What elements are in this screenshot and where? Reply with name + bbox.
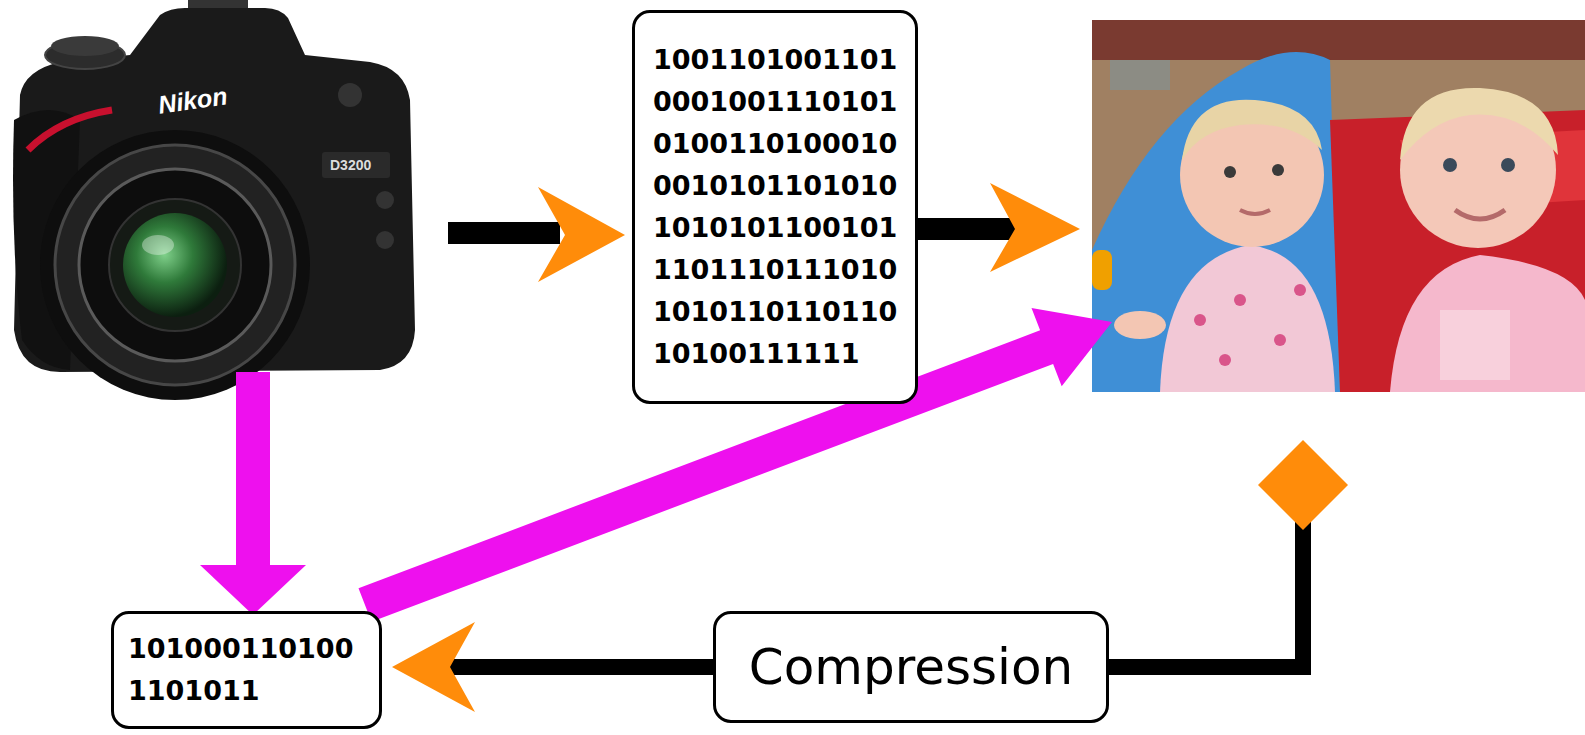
baby-hand: [1114, 311, 1166, 339]
model-plate: [322, 152, 390, 178]
photo-fence: [1092, 20, 1585, 60]
camera-to-bits-arrow: [448, 187, 625, 282]
bits-to-photo-arrow: [918, 183, 1080, 272]
camera-button: [376, 191, 394, 209]
lens-barrel: [40, 130, 310, 400]
compressed-bits-box: 101000110100 1101011: [111, 611, 382, 729]
baby-shirt: [1390, 255, 1585, 392]
photo-illustration: [1092, 20, 1585, 392]
flow-arrow: [392, 622, 713, 712]
baby-shirt: [1160, 245, 1335, 392]
lens-ring: [55, 145, 295, 385]
arrow-shaft: [442, 659, 713, 675]
camera-button: [376, 231, 394, 249]
bits-box: 1001101001101 0001001110101 010011010001…: [632, 10, 918, 404]
camera-button: [338, 83, 362, 107]
baby-hair: [1400, 88, 1558, 160]
photo-bench: [1110, 60, 1170, 90]
baby-hair: [1182, 100, 1322, 160]
camera-to-compressed-arrow: [200, 372, 306, 615]
red-accent: [28, 110, 112, 150]
lens-highlight: [142, 235, 174, 255]
photo-to-compression-line: [1109, 440, 1348, 667]
process-box: Compression: [713, 611, 1109, 723]
blue-slide: [1092, 52, 1340, 392]
mode-dial-top: [51, 36, 119, 56]
lens-glass: [123, 213, 227, 317]
process-label: Compression: [749, 637, 1073, 697]
bit-string: 101000110100 1101011: [128, 628, 353, 712]
model-label: D3200: [330, 157, 371, 173]
lens-inner: [109, 199, 241, 331]
arrow-head: [392, 622, 475, 712]
photo-ground: [1092, 20, 1585, 392]
yellow-handle: [1092, 250, 1112, 290]
shirt-pocket: [1440, 310, 1510, 380]
camera-illustration: [13, 0, 415, 400]
bit-string: 1001101001101 0001001110101 010011010001…: [653, 39, 897, 375]
lens-ring: [79, 169, 271, 361]
